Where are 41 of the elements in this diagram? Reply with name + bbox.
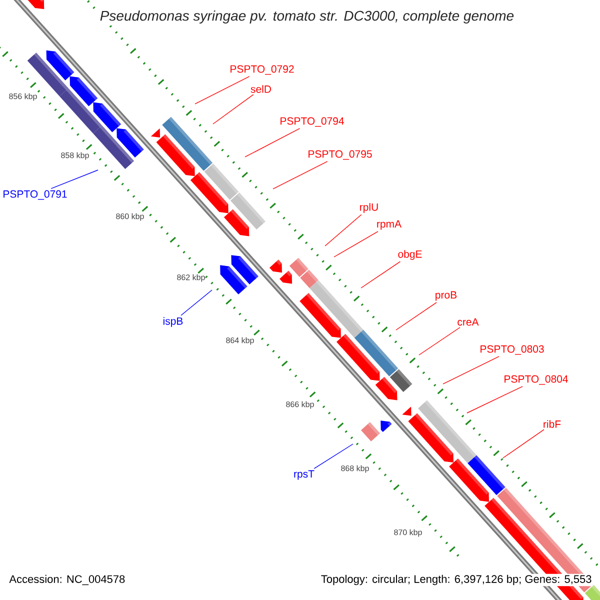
- leader-line: [212, 94, 254, 124]
- accession-text: Accession: NC_004578: [8, 574, 126, 586]
- title: Pseudomonas syringae pv. tomato str. DC3000, complete genome: [98, 8, 516, 26]
- gene-label: ispB: [164, 317, 183, 327]
- leader-line: [334, 231, 378, 258]
- tick-label: 858 kbp: [61, 152, 89, 160]
- leader-line: [50, 170, 98, 189]
- gene-label: rpsT: [294, 470, 314, 480]
- gene-label: PSPTO_0795: [308, 150, 372, 160]
- leader-line: [418, 327, 460, 356]
- leader-line: [324, 214, 362, 246]
- leader-line: [466, 386, 523, 414]
- gene-label: rplU: [360, 203, 378, 213]
- tick-label: 868 kbp: [341, 465, 369, 473]
- leader-line: [180, 290, 212, 316]
- gene-label: ribF: [544, 420, 561, 428]
- gene-label: PSPTO_0791: [4, 190, 67, 200]
- leader-line: [360, 261, 401, 288]
- gene-label: PSPTO_0792: [230, 65, 294, 75]
- leader-line: [244, 128, 300, 158]
- gene-label: proB: [436, 291, 457, 301]
- leader-line: [272, 161, 328, 190]
- tick-label: 856 kbp: [9, 93, 37, 101]
- gene-label: selD: [250, 85, 271, 93]
- tick-label: 860 kbp: [116, 213, 144, 221]
- gene-label: PSPTO_0804: [504, 375, 568, 385]
- leader-line: [314, 444, 354, 469]
- gene-label: creA: [458, 318, 479, 326]
- tick-label: 862 kbp: [177, 274, 205, 282]
- tick-label: 864 kbp: [226, 337, 254, 345]
- leader-line: [502, 429, 544, 458]
- genome-stats-text: Topology: circular; Length: 6,397,126 bp; Genes: 5,553: [320, 574, 593, 586]
- gene-label: obgE: [398, 250, 422, 260]
- tick-label: 870 kbp: [394, 529, 422, 537]
- gene-label: PSPTO_0794: [280, 117, 344, 127]
- leader-line: [396, 302, 437, 330]
- tick-label: 866 kbp: [286, 401, 314, 409]
- gene-label: rpmA: [377, 220, 402, 230]
- leader-line: [194, 76, 250, 104]
- gene-label: PSPTO_0803: [480, 345, 544, 355]
- leader-line: [442, 356, 500, 384]
